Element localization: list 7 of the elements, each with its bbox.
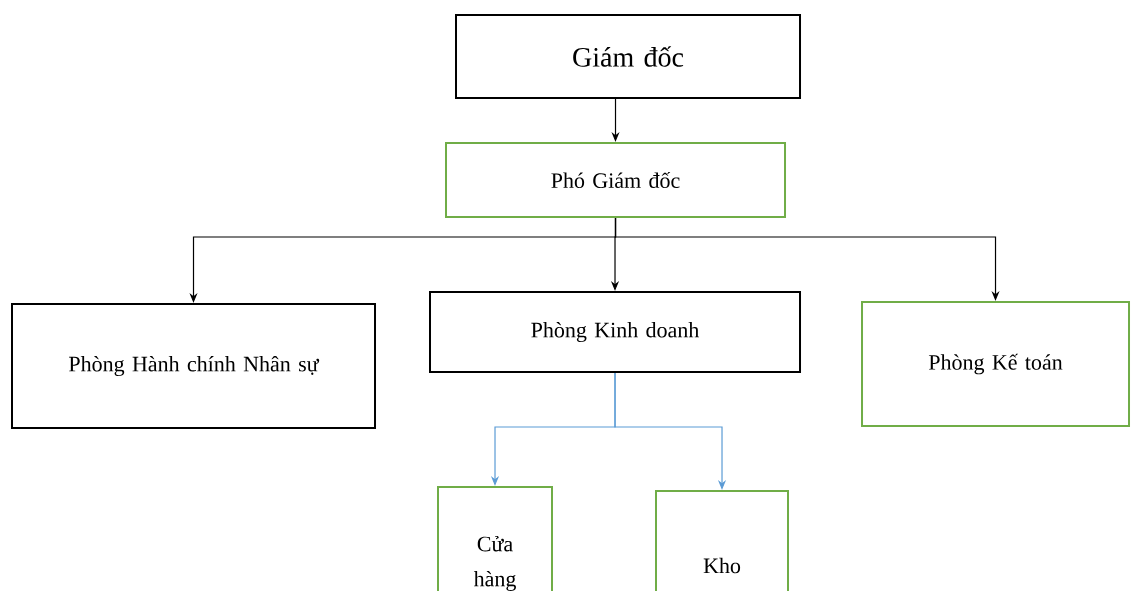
org-box: Kho	[655, 490, 789, 591]
org-box: Cửa hàng	[437, 486, 553, 591]
org-box: Phòng Kế toán	[861, 301, 1130, 427]
org-box: Giám đốc	[455, 14, 801, 99]
org-box: Phòng Hành chính Nhân sự	[11, 303, 376, 429]
org-box: Phó Giám đốc	[445, 142, 786, 218]
org-box: Phòng Kinh doanh	[429, 291, 801, 373]
